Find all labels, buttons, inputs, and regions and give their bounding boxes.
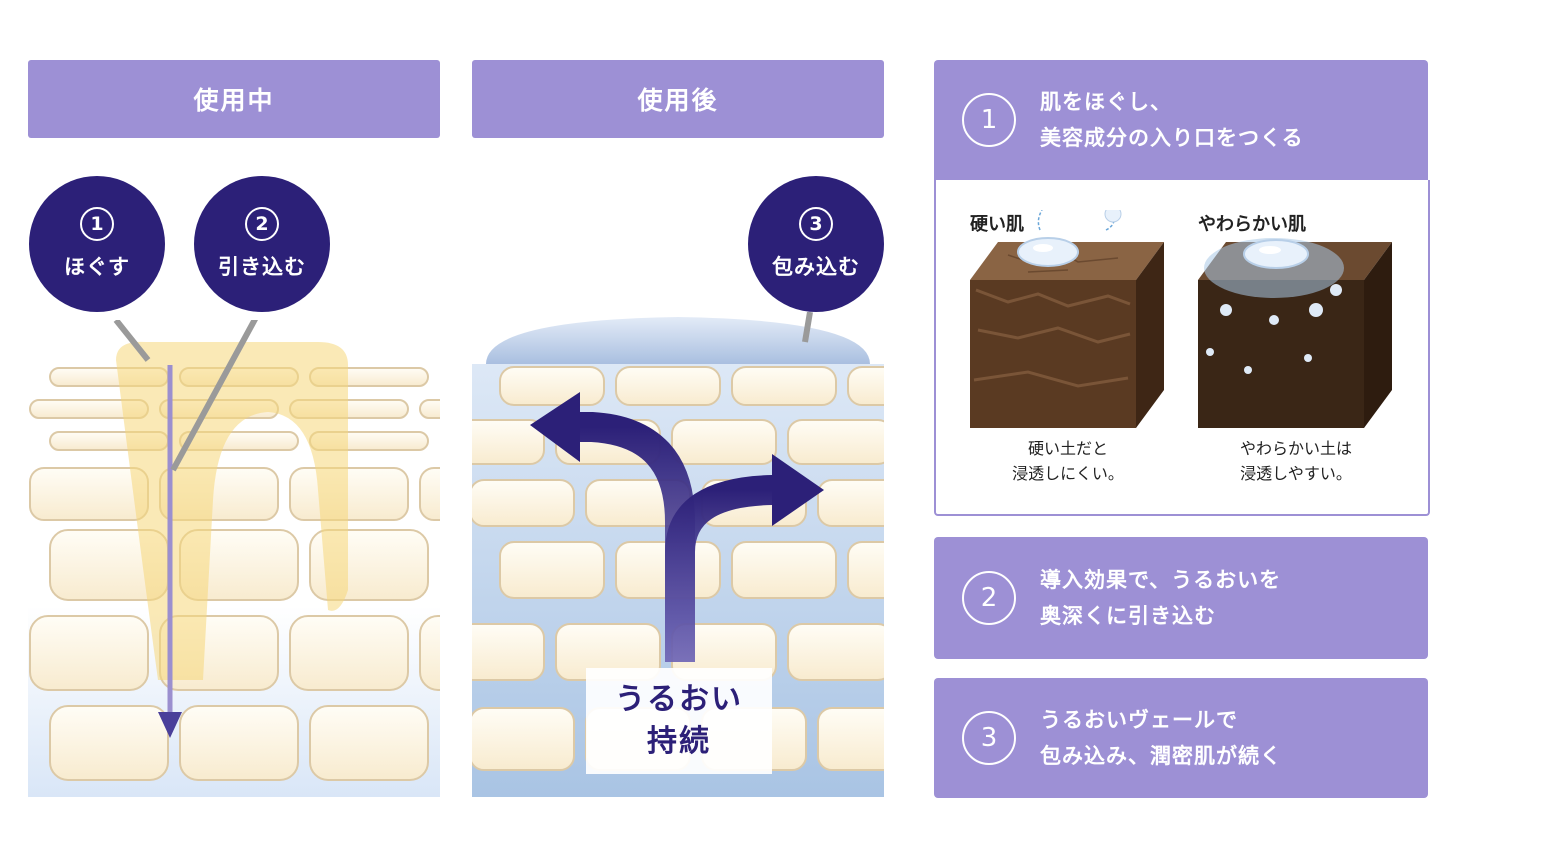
water-drop-icon xyxy=(1243,239,1309,269)
circled-number-icon: 2 xyxy=(962,571,1016,625)
during-use-illustration xyxy=(28,320,440,797)
infusion-highlight xyxy=(116,341,348,680)
skin-cell xyxy=(787,419,884,465)
hard-caption-line-1: 硬い土だと xyxy=(1027,439,1108,458)
hard-skin-title: 硬い肌 xyxy=(970,214,1024,235)
arrow-right-shaft xyxy=(665,475,784,662)
badge-label: 引き込む xyxy=(218,255,306,279)
badge-pointer-3 xyxy=(802,312,813,343)
arrow-left-icon xyxy=(530,392,580,462)
step-1-line-2: 美容成分の入り口をつくる xyxy=(1040,126,1304,150)
skin-cell xyxy=(817,707,884,771)
circled-number-icon: 1 xyxy=(962,93,1016,147)
skin-cell xyxy=(289,467,409,521)
soft-caption-line-2: 浸透しやすい。 xyxy=(1240,464,1352,483)
skin-cell xyxy=(817,479,884,527)
step-3-text: うるおいヴェールで 包み込み、潤密肌が続く xyxy=(1040,702,1282,774)
step-2-line-2: 奥深くに引き込む xyxy=(1040,604,1216,628)
step-1-text: 肌をほぐし、 美容成分の入り口をつくる xyxy=(1040,84,1304,156)
after-use-illustration xyxy=(472,312,884,797)
skin-cell xyxy=(847,541,884,599)
after-use-header: 使用後 xyxy=(472,60,884,138)
skin-cell xyxy=(472,479,575,527)
skin-cell xyxy=(179,705,299,781)
skin-cell xyxy=(472,419,545,465)
skin-cell xyxy=(787,623,884,681)
hard-caption-line-2: 浸透しにくい。 xyxy=(1012,464,1124,483)
skin-veil-diagram xyxy=(472,312,884,797)
skin-cell xyxy=(731,366,837,406)
soft-caption-line-1: やわらかい土は xyxy=(1239,439,1352,458)
badge-pointer-1 xyxy=(113,320,151,362)
skin-cell xyxy=(309,705,429,781)
skin-cell xyxy=(419,467,440,521)
badge-wrap: 3 包み込む xyxy=(748,176,884,312)
skin-cell xyxy=(49,705,169,781)
step-3-box: 3 うるおいヴェールで 包み込み、潤密肌が続く xyxy=(934,678,1428,798)
water-drop-icon xyxy=(1017,237,1079,267)
soft-soil-caption: やわらかい土は 浸透しやすい。 xyxy=(1196,436,1396,486)
skin-cell xyxy=(499,366,605,406)
hard-soil-caption: 硬い土だと 浸透しにくい。 xyxy=(968,436,1168,486)
during-use-header: 使用中 xyxy=(28,60,440,138)
step-2-box: 2 導入効果で、うるおいを 奥深くに引き込む xyxy=(934,537,1428,659)
arrow-down-icon xyxy=(158,712,182,738)
badge-loosen: 1 ほぐす xyxy=(29,176,165,312)
retain-line-1: うるおい xyxy=(615,682,743,717)
skin-cells-diagram xyxy=(28,320,440,797)
circled-number-icon: 1 xyxy=(80,207,114,241)
soil-block-icon xyxy=(1198,238,1392,428)
badge-label: ほぐす xyxy=(64,255,130,279)
arrow-right-icon xyxy=(772,454,824,526)
circled-number-icon: 3 xyxy=(799,207,833,241)
circled-number-icon: 3 xyxy=(962,711,1016,765)
circled-number-icon: 2 xyxy=(245,207,279,241)
skin-cell xyxy=(499,541,605,599)
step-2-line-1: 導入効果で、うるおいを xyxy=(1040,568,1282,592)
skin-cell xyxy=(472,623,545,681)
skin-cell xyxy=(289,615,409,691)
skin-cell xyxy=(29,615,149,691)
badge-label: 包み込む xyxy=(772,255,860,279)
skin-cell xyxy=(615,366,721,406)
badge-pointer-2 xyxy=(170,320,258,472)
step-2-text: 導入効果で、うるおいを 奥深くに引き込む xyxy=(1040,562,1281,634)
skin-cell xyxy=(419,399,440,419)
badge-draw-in: 2 引き込む xyxy=(194,176,330,312)
skin-cell xyxy=(731,541,837,599)
soil-comparison: 硬い肌 やわらかい肌 硬い土だと 浸透しにくい。 やわらかい土は 浸透しやすい。 xyxy=(934,180,1430,516)
skin-cell xyxy=(472,707,575,771)
skin-cell xyxy=(419,615,440,691)
moisture-veil xyxy=(486,317,870,364)
soil-block-icon xyxy=(970,210,1164,428)
step-3-line-2: 包み込み、潤密肌が続く xyxy=(1040,744,1282,768)
skin-cell xyxy=(847,366,884,406)
moisture-retention-label: うるおい 持続 xyxy=(586,668,772,774)
retain-line-2: 持続 xyxy=(647,724,711,759)
step-1-box: 1 肌をほぐし、 美容成分の入り口をつくる xyxy=(934,60,1428,180)
step-3-line-1: うるおいヴェールで xyxy=(1040,708,1238,732)
skin-cell xyxy=(29,467,149,521)
step-1-line-1: 肌をほぐし、 xyxy=(1040,90,1172,114)
soft-skin-title: やわらかい肌 xyxy=(1198,214,1306,235)
skin-cell xyxy=(671,419,777,465)
